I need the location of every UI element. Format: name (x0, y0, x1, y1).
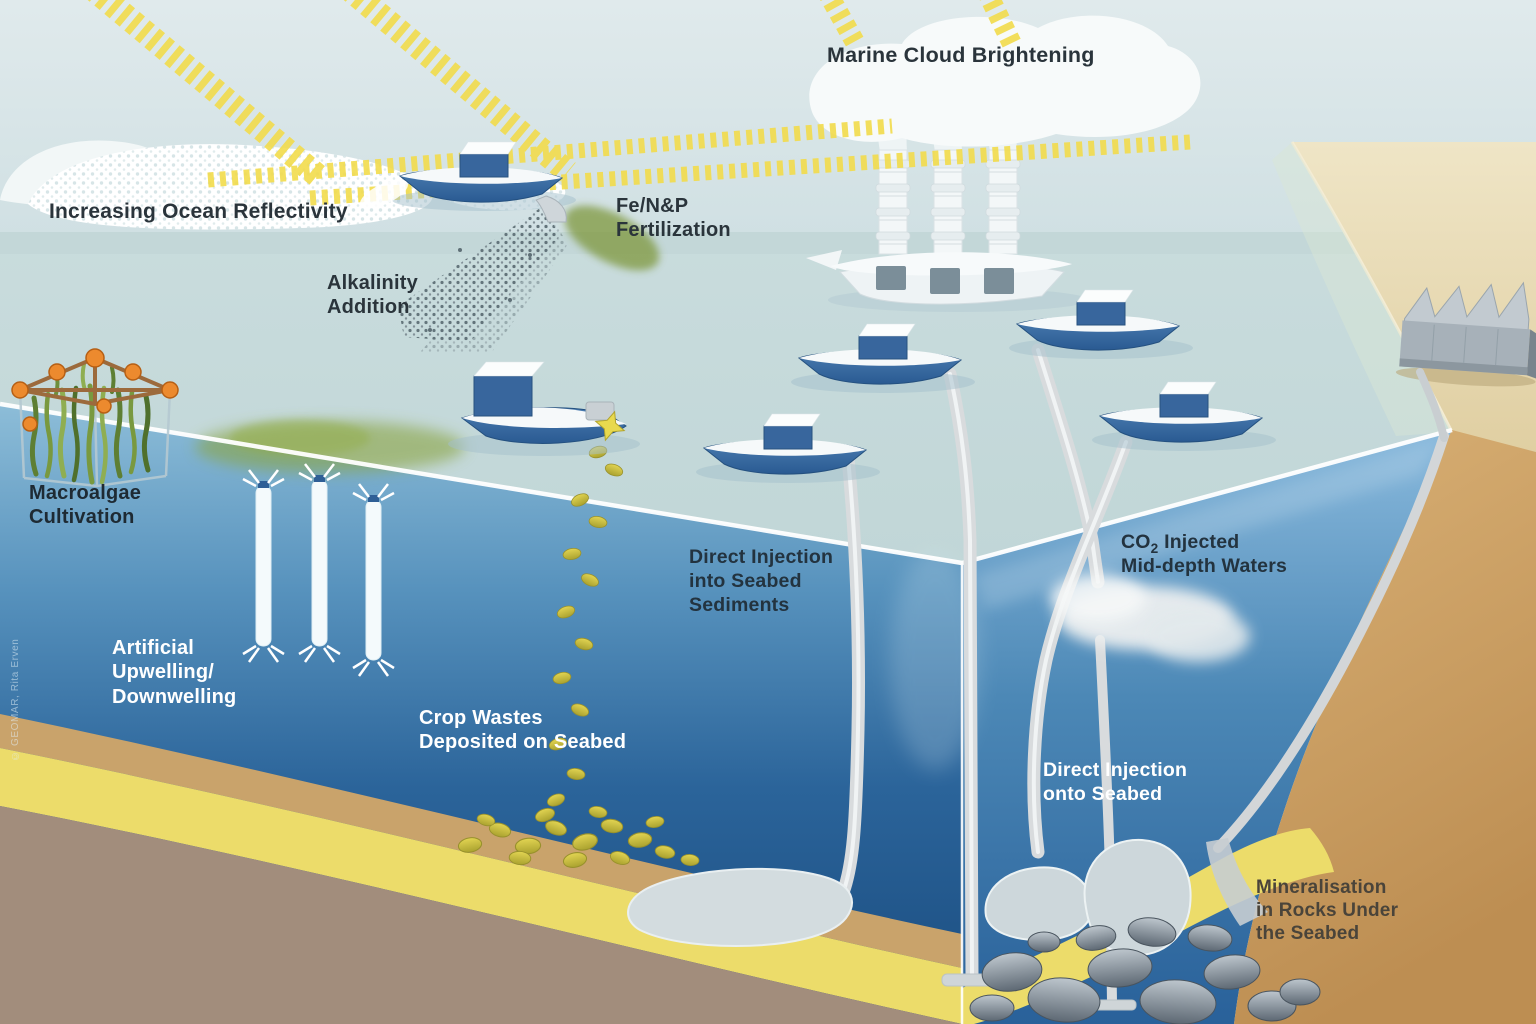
spray-tower (875, 149, 911, 255)
macroalgae-cage (11, 348, 179, 488)
sediment-co2-lobe (627, 867, 853, 948)
mcb-vessel (806, 250, 1088, 312)
cage-buoys (11, 348, 179, 432)
label-macroalgae-cultivation: Macroalgae Cultivation (29, 482, 142, 529)
ship-alkalinity (360, 141, 577, 223)
mcb-group (806, 15, 1201, 312)
label-co2-injected-mid-depth: CO2 Injected Mid-depth Waters (1121, 531, 1288, 577)
mineralisation-plume (1206, 838, 1268, 926)
seabed-rocks (969, 917, 1321, 1024)
label-increasing-ocean-reflectivity: Increasing Ocean Reflectivity (49, 200, 348, 223)
label-artificial-upwelling: Artificial Upwelling/ Downwelling (112, 637, 237, 708)
label-marine-cloud-brightening: Marine Cloud Brightening (827, 43, 1095, 67)
label-alkalinity-addition: Alkalinity Addition (327, 272, 418, 319)
label-direct-injection-onto-seabed: Direct Injection onto Seabed (1043, 759, 1188, 805)
label-fe-np-fertilization: Fe/N&P Fertilization (616, 195, 731, 242)
pipe-mineralisation (1213, 431, 1449, 853)
label-direct-injection-sediments: Direct Injection into Seabed Sediments (689, 546, 834, 616)
co2-mid-depth-cloud (1050, 574, 1250, 662)
alkalinity-particles (398, 206, 568, 352)
label-mineralisation: Mineralisation in Rocks Under the Seabed (1256, 877, 1399, 945)
surface-edges (0, 401, 1453, 1024)
coastal-factory (1395, 281, 1536, 387)
ship-crop-wastes (448, 361, 640, 456)
brightened-cloud (809, 15, 1201, 147)
spray-tower (985, 149, 1021, 255)
sediment-yellow-layer (0, 748, 962, 1024)
upwelling-tubes (242, 463, 395, 677)
spreader-star (594, 410, 626, 442)
horizon-band (0, 232, 1536, 254)
algae-strips (29, 362, 151, 485)
credit-text: © GEOMAR, Rita Erven (10, 638, 21, 761)
label-crop-wastes: Crop Wastes Deposited on Seabed (419, 707, 627, 754)
rock-base-layer (0, 806, 962, 1024)
